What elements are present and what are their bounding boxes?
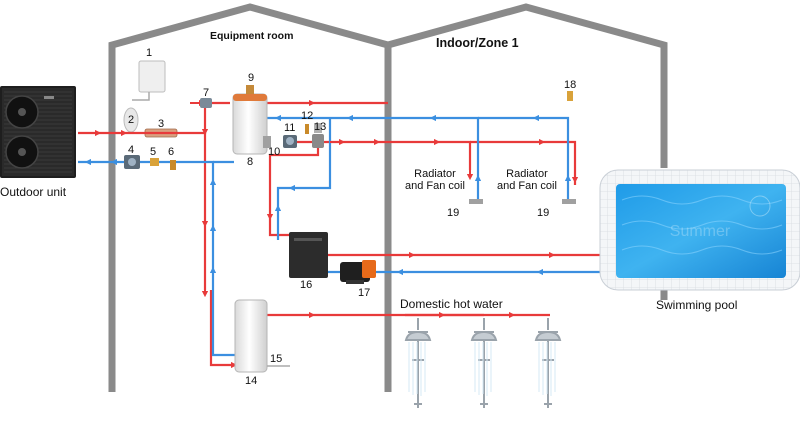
swimming-pool: Summer	[599, 169, 800, 291]
showers	[404, 318, 562, 408]
mixing-valve-13	[312, 123, 324, 148]
component-number-7: 7	[203, 87, 210, 99]
indoor-zone-label: Indoor/Zone 1	[436, 36, 519, 50]
expansion-tank	[132, 60, 166, 101]
swimming-pool-label: Swimming pool	[656, 298, 738, 312]
valve-10	[263, 136, 271, 148]
component-number-3: 3	[158, 118, 165, 130]
valve-18	[567, 91, 573, 101]
component-number-12: 12	[301, 110, 314, 122]
component-number-16: 16	[300, 279, 313, 291]
circulation-pump-4	[124, 155, 140, 169]
component-number-6: 6	[168, 146, 175, 158]
component-number-19a: 19	[447, 207, 460, 219]
component-number-19b: 19	[537, 207, 550, 219]
component-number-11: 11	[284, 122, 296, 134]
pump-11	[283, 135, 297, 148]
component-number-13: 13	[314, 121, 327, 133]
component-number-17: 17	[358, 287, 371, 299]
pool-watermark: Summer	[670, 223, 731, 240]
component-number-5: 5	[150, 146, 157, 158]
equipment-room-label: Equipment room	[210, 30, 294, 42]
flow-arrows	[84, 99, 579, 369]
house-outline	[108, 3, 668, 392]
dhw-tank	[234, 299, 290, 373]
valve-12	[305, 124, 309, 134]
radiator-fan-coil-1: Radiator and Fan coil	[405, 168, 465, 192]
component-number-10: 10	[268, 146, 281, 158]
pool-heat-exchanger	[289, 232, 328, 278]
domestic-hot-water-label: Domestic hot water	[400, 297, 503, 311]
component-number-4: 4	[128, 144, 135, 156]
valve-19b	[562, 199, 576, 204]
buffer-tank	[232, 85, 268, 155]
valve-6	[166, 158, 176, 174]
valve-7	[200, 98, 212, 108]
valve-5	[150, 158, 159, 166]
component-number-14: 14	[245, 375, 258, 387]
component-number-1: 1	[146, 47, 153, 59]
outdoor-unit-label: Outdoor unit	[0, 185, 67, 199]
shower-1	[404, 318, 432, 408]
shower-2	[470, 318, 498, 408]
component-number-9: 9	[248, 72, 255, 84]
component-number-2: 2	[128, 114, 135, 126]
component-number-15: 15	[270, 353, 283, 365]
shower-3	[534, 318, 562, 408]
radiator-fan-coil-2: Radiator and Fan coil	[497, 168, 557, 192]
component-number-18: 18	[564, 79, 577, 91]
pool-pump	[340, 260, 376, 284]
valve-19a	[469, 199, 483, 204]
outdoor-unit	[0, 86, 76, 178]
component-number-8: 8	[247, 156, 254, 168]
